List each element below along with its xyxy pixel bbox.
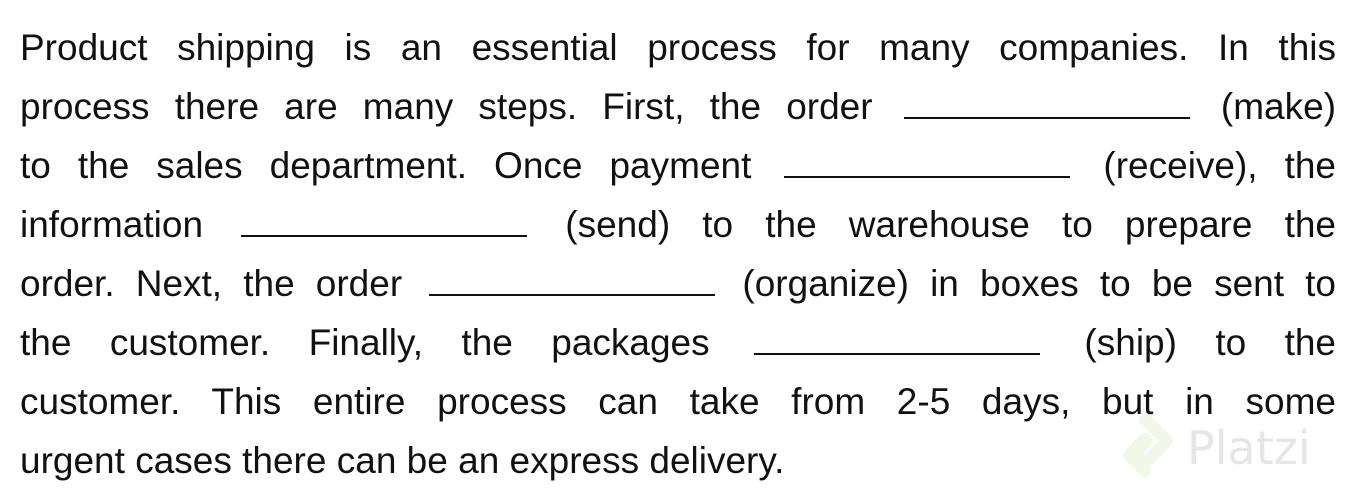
- answer-blank-ship[interactable]: [754, 323, 1041, 355]
- verb-hint: (ship) to the: [1084, 322, 1336, 363]
- line-text: the customer. Finally, the packages: [20, 322, 710, 363]
- answer-blank-organize[interactable]: [429, 264, 716, 296]
- exercise-paragraph: Product shipping is an essential process…: [20, 18, 1336, 490]
- text-line: the customer. Finally, the packages (shi…: [20, 313, 1336, 372]
- text-line: Product shipping is an essential process…: [20, 18, 1336, 77]
- line-text: customer. This entire process can take f…: [20, 381, 1336, 422]
- watermark-text: Platzi: [1187, 421, 1311, 475]
- text-line: urgent cases there can be an express del…: [20, 431, 1336, 490]
- line-text: process there are many steps. First, the…: [20, 86, 873, 127]
- verb-hint: (receive), the: [1103, 145, 1337, 186]
- line-text: information: [20, 204, 204, 245]
- answer-blank-make[interactable]: [903, 87, 1190, 119]
- verb-hint: (make): [1220, 86, 1337, 127]
- answer-blank-receive[interactable]: [784, 146, 1071, 178]
- line-text: order. Next, the order: [20, 263, 403, 304]
- text-line: process there are many steps. First, the…: [20, 77, 1336, 136]
- line-text: Product shipping is an essential process…: [20, 27, 1336, 68]
- platzi-watermark: Platzi: [1115, 413, 1311, 483]
- text-line: to the sales department. Once payment (r…: [20, 136, 1336, 195]
- text-line: information (send) to the warehouse to p…: [20, 195, 1336, 254]
- answer-blank-send[interactable]: [241, 205, 528, 237]
- platzi-logo-icon: [1123, 413, 1173, 477]
- verb-hint: (organize) in boxes to be sent to: [742, 263, 1337, 304]
- verb-hint: (send) to the warehouse to prepare the: [565, 204, 1336, 245]
- text-line: order. Next, the order (organize) in box…: [20, 254, 1336, 313]
- text-line: customer. This entire process can take f…: [20, 372, 1336, 431]
- line-text: to the sales department. Once payment: [20, 145, 752, 186]
- line-text: urgent cases there can be an express del…: [20, 440, 785, 481]
